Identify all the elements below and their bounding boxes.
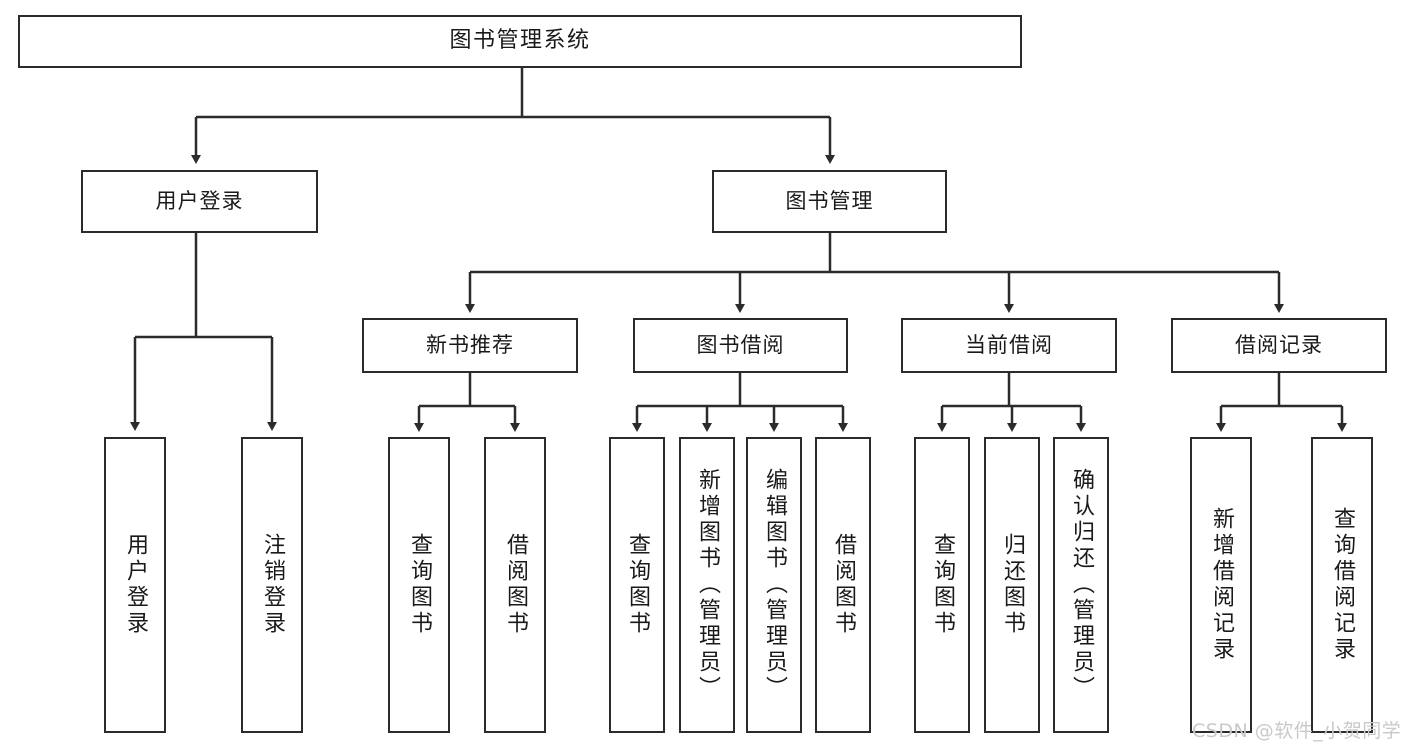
leaf-borrow-books-recommend-label: 借阅图书 — [503, 533, 528, 637]
leaf-borrow-books-recommend[interactable]: 借阅图书 — [484, 437, 546, 733]
connectors-current-borrow — [937, 373, 1086, 432]
leaf-user-login-label: 用户登录 — [123, 533, 148, 637]
leaf-query-books-recommend[interactable]: 查询图书 — [388, 437, 450, 733]
leaf-add-book-admin[interactable]: 新增图书（管理员） — [679, 437, 735, 733]
leaf-confirm-return-admin[interactable]: 确认归还（管理员） — [1053, 437, 1109, 733]
leaf-logout[interactable]: 注销登录 — [241, 437, 303, 733]
leaf-query-books-borrow[interactable]: 查询图书 — [609, 437, 665, 733]
leaf-logout-label: 注销登录 — [260, 533, 285, 637]
leaf-query-borrow-record[interactable]: 查询借阅记录 — [1311, 437, 1373, 733]
node-book-borrow-label: 图书借阅 — [696, 332, 785, 357]
leaf-query-books-current-label: 查询图书 — [930, 533, 955, 637]
leaf-add-borrow-record-label: 新增借阅记录 — [1209, 507, 1234, 663]
node-root-label: 图书管理系统 — [449, 28, 591, 54]
leaf-add-book-admin-label: 新增图书（管理员） — [695, 468, 720, 702]
connectors-root — [191, 68, 835, 164]
node-new-book-recommend[interactable]: 新书推荐 — [362, 318, 578, 373]
leaf-confirm-return-admin-label: 确认归还（管理员） — [1069, 468, 1094, 702]
connectors-borrow — [632, 373, 848, 432]
node-book-management-label: 图书管理 — [785, 188, 874, 213]
connectors-book-mgmt — [465, 233, 1284, 313]
leaf-return-books-label: 归还图书 — [1000, 533, 1025, 637]
node-new-book-recommend-label: 新书推荐 — [426, 332, 514, 357]
node-borrow-records[interactable]: 借阅记录 — [1171, 318, 1387, 373]
leaf-edit-book-admin-label: 编辑图书（管理员） — [762, 468, 787, 702]
node-current-borrow[interactable]: 当前借阅 — [901, 318, 1117, 373]
leaf-user-login[interactable]: 用户登录 — [104, 437, 166, 733]
leaf-edit-book-admin[interactable]: 编辑图书（管理员） — [746, 437, 802, 733]
leaf-borrow-books[interactable]: 借阅图书 — [815, 437, 871, 733]
leaf-query-books-borrow-label: 查询图书 — [625, 533, 650, 637]
connectors-new-books — [414, 373, 520, 432]
node-root[interactable]: 图书管理系统 — [18, 15, 1022, 68]
node-user-login[interactable]: 用户登录 — [81, 170, 318, 233]
leaf-borrow-books-label: 借阅图书 — [831, 533, 856, 637]
node-book-borrow[interactable]: 图书借阅 — [633, 318, 848, 373]
leaf-query-borrow-record-label: 查询借阅记录 — [1330, 507, 1355, 663]
node-borrow-records-label: 借阅记录 — [1235, 332, 1323, 357]
node-current-borrow-label: 当前借阅 — [965, 332, 1053, 357]
node-user-login-label: 用户登录 — [155, 188, 244, 213]
leaf-query-books-recommend-label: 查询图书 — [407, 533, 432, 637]
leaf-return-books[interactable]: 归还图书 — [984, 437, 1040, 733]
node-book-management[interactable]: 图书管理 — [712, 170, 947, 233]
leaf-add-borrow-record[interactable]: 新增借阅记录 — [1190, 437, 1252, 733]
leaf-query-books-current[interactable]: 查询图书 — [914, 437, 970, 733]
connectors-borrow-records — [1216, 373, 1347, 432]
connectors-user-login — [130, 233, 277, 431]
